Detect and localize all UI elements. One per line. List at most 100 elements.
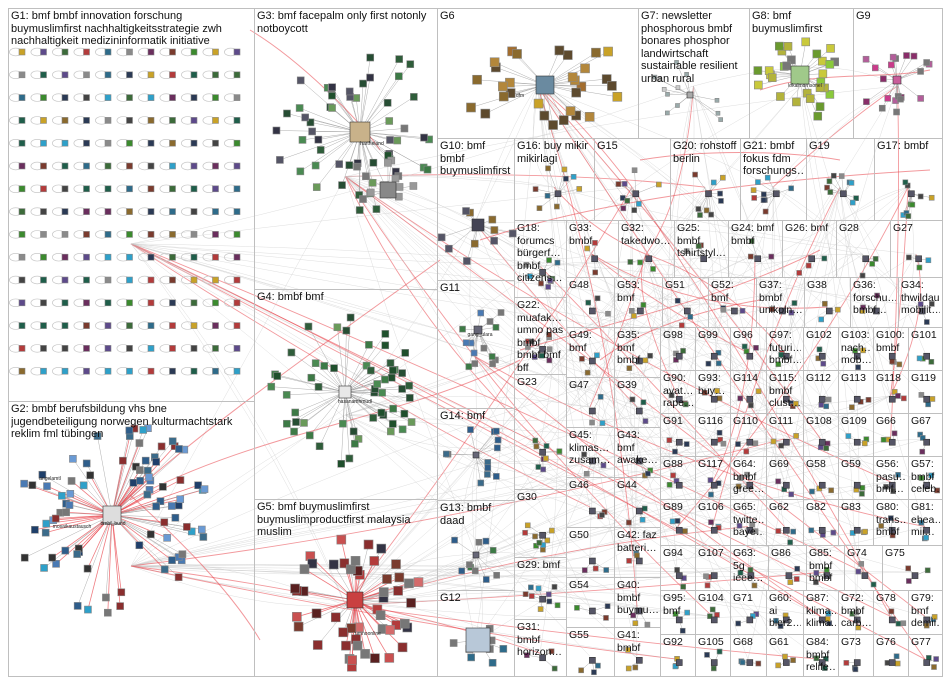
node (168, 556, 176, 564)
group-box-g83 (838, 499, 874, 546)
node (389, 366, 397, 375)
hub-node (539, 531, 546, 539)
hub-node (645, 255, 653, 263)
node (934, 487, 940, 494)
node (336, 534, 347, 545)
node (291, 408, 300, 417)
group-label-g31: G31: bmbf horizon… (517, 621, 562, 658)
node (466, 102, 476, 113)
node (858, 561, 865, 567)
node (83, 564, 92, 573)
edge (772, 85, 898, 188)
hub-node (853, 438, 861, 446)
edge (345, 176, 591, 608)
node (824, 440, 831, 447)
isolate-node (190, 367, 198, 375)
node (544, 193, 551, 199)
edge (539, 253, 864, 267)
node (292, 418, 300, 426)
edge (337, 327, 346, 393)
edge (591, 253, 749, 354)
node (147, 530, 155, 539)
node (386, 136, 394, 144)
node (176, 476, 185, 484)
isolate-node (233, 117, 241, 124)
node (895, 393, 901, 399)
node (674, 60, 679, 65)
node (818, 69, 828, 79)
node (628, 308, 635, 314)
node (776, 92, 785, 101)
node (860, 304, 866, 311)
node (919, 448, 926, 455)
hub-node (635, 507, 643, 515)
group-label-g50: G50 (569, 529, 589, 541)
edge (537, 85, 926, 396)
node (823, 445, 830, 451)
edge (474, 329, 479, 364)
node (437, 233, 446, 242)
edge (345, 254, 593, 606)
node (405, 381, 413, 390)
group-label-g118: G118 (876, 372, 901, 384)
node (554, 203, 560, 210)
node (748, 402, 754, 409)
hub-node (888, 395, 896, 403)
edge (537, 85, 559, 654)
group-label-g51: G51 (665, 279, 685, 291)
node (813, 570, 820, 576)
node (601, 74, 612, 84)
hub-node (675, 659, 683, 666)
group-label-g52: G52: bmf (711, 279, 734, 304)
node (825, 60, 835, 69)
group-label-g112: G112 (806, 372, 831, 384)
node (61, 546, 70, 555)
edge (475, 223, 591, 408)
node (544, 537, 551, 544)
edge (291, 352, 346, 393)
node (895, 620, 902, 627)
node (825, 396, 832, 403)
node (352, 640, 363, 651)
node (546, 598, 553, 605)
node (493, 571, 500, 579)
isolate-node (104, 367, 112, 375)
hub-node (923, 659, 931, 666)
edge (105, 514, 113, 598)
edge (130, 243, 733, 308)
edge (111, 514, 192, 532)
node (928, 472, 934, 479)
node (600, 462, 607, 469)
node (683, 441, 690, 447)
node (470, 349, 478, 357)
hub-node (589, 407, 596, 415)
node (316, 146, 325, 154)
node (822, 300, 828, 307)
hub-node (746, 526, 754, 534)
edge (664, 89, 691, 96)
node (554, 602, 561, 609)
node (826, 44, 835, 53)
isolate-node (104, 48, 112, 56)
hub-node (675, 395, 683, 403)
isolate-node (104, 299, 112, 307)
group-label-g61: G61 (769, 636, 789, 648)
isolate-node (104, 185, 112, 193)
hub-node (888, 481, 896, 489)
hub-node (779, 307, 786, 315)
edge (475, 85, 538, 224)
group-label-g42: G42: faz batteri… (617, 529, 657, 554)
node (603, 615, 609, 621)
hub-node (825, 307, 833, 315)
hub-node (873, 307, 880, 315)
node (345, 161, 354, 169)
node (52, 560, 60, 568)
edge (130, 186, 633, 245)
node (410, 93, 418, 101)
hub-node (675, 438, 683, 446)
node (551, 665, 558, 672)
node (375, 610, 386, 621)
edge (345, 187, 706, 606)
node (687, 314, 694, 320)
group-label-g47: G47 (569, 379, 589, 391)
